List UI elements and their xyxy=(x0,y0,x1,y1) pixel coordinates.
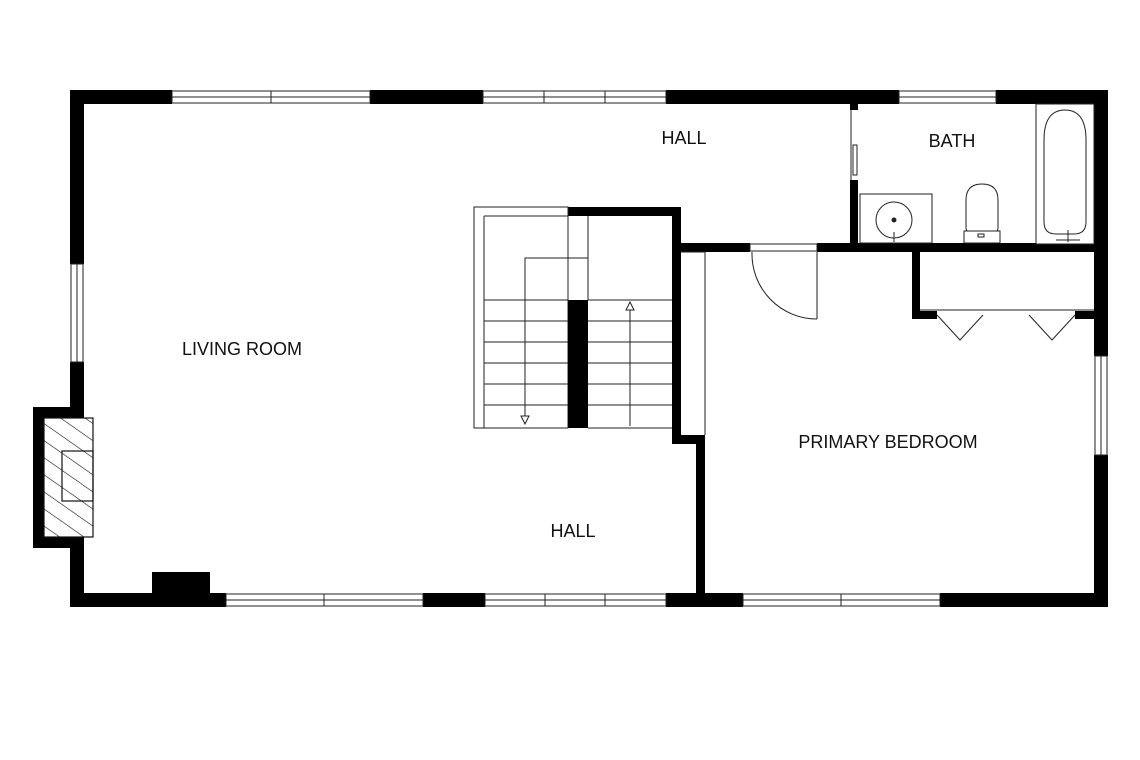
wall-left-3 xyxy=(70,540,84,607)
bathtub-icon xyxy=(1035,103,1095,245)
stair-icon xyxy=(473,206,672,429)
wall-bath-left-1 xyxy=(850,100,858,110)
room-label-hall-lower: HALL xyxy=(550,521,595,541)
room-label-bath: BATH xyxy=(929,131,976,151)
wall-hall-bedroom xyxy=(696,435,705,607)
wall-left-1 xyxy=(70,90,84,264)
wall-closet-bottom-1 xyxy=(912,311,937,319)
wall-bottom-1 xyxy=(70,593,226,607)
room-label-primary-bedroom: PRIMARY BEDROOM xyxy=(798,432,977,452)
wall-closet-bottom-2 xyxy=(1075,311,1100,319)
wall-bottom-4 xyxy=(940,593,1108,607)
door-icon xyxy=(749,243,818,320)
windows xyxy=(70,90,1108,607)
wall-stair-right xyxy=(672,207,681,443)
wall-stair-top xyxy=(568,207,681,216)
bath-sliding-door-icon xyxy=(850,110,858,180)
wall-bedroom-top-1 xyxy=(681,243,750,252)
closet-door-icon xyxy=(920,309,1094,341)
room-label-hall-upper: HALL xyxy=(661,128,706,148)
wall-closet-left xyxy=(912,249,920,319)
sink-icon xyxy=(859,193,933,244)
wall-bottom-2 xyxy=(423,593,485,607)
wall-top-2 xyxy=(370,90,483,104)
wall-right-1 xyxy=(1094,90,1108,356)
wall-bath-left-2 xyxy=(850,180,858,252)
column-block xyxy=(152,572,210,596)
wall-bedroom-top-2 xyxy=(817,243,1107,252)
toilet-icon xyxy=(963,183,1001,244)
wall-top-1 xyxy=(70,90,172,104)
fireplace-icon xyxy=(33,407,94,548)
wall-stair-notch xyxy=(672,435,705,444)
room-label-living-room: LIVING ROOM xyxy=(182,339,302,359)
wall-top-4 xyxy=(996,90,1108,104)
interior-walls xyxy=(568,100,1107,607)
wall-right-2 xyxy=(1094,455,1108,607)
wall-left-2 xyxy=(70,362,84,412)
wall-top-3 xyxy=(666,90,899,104)
